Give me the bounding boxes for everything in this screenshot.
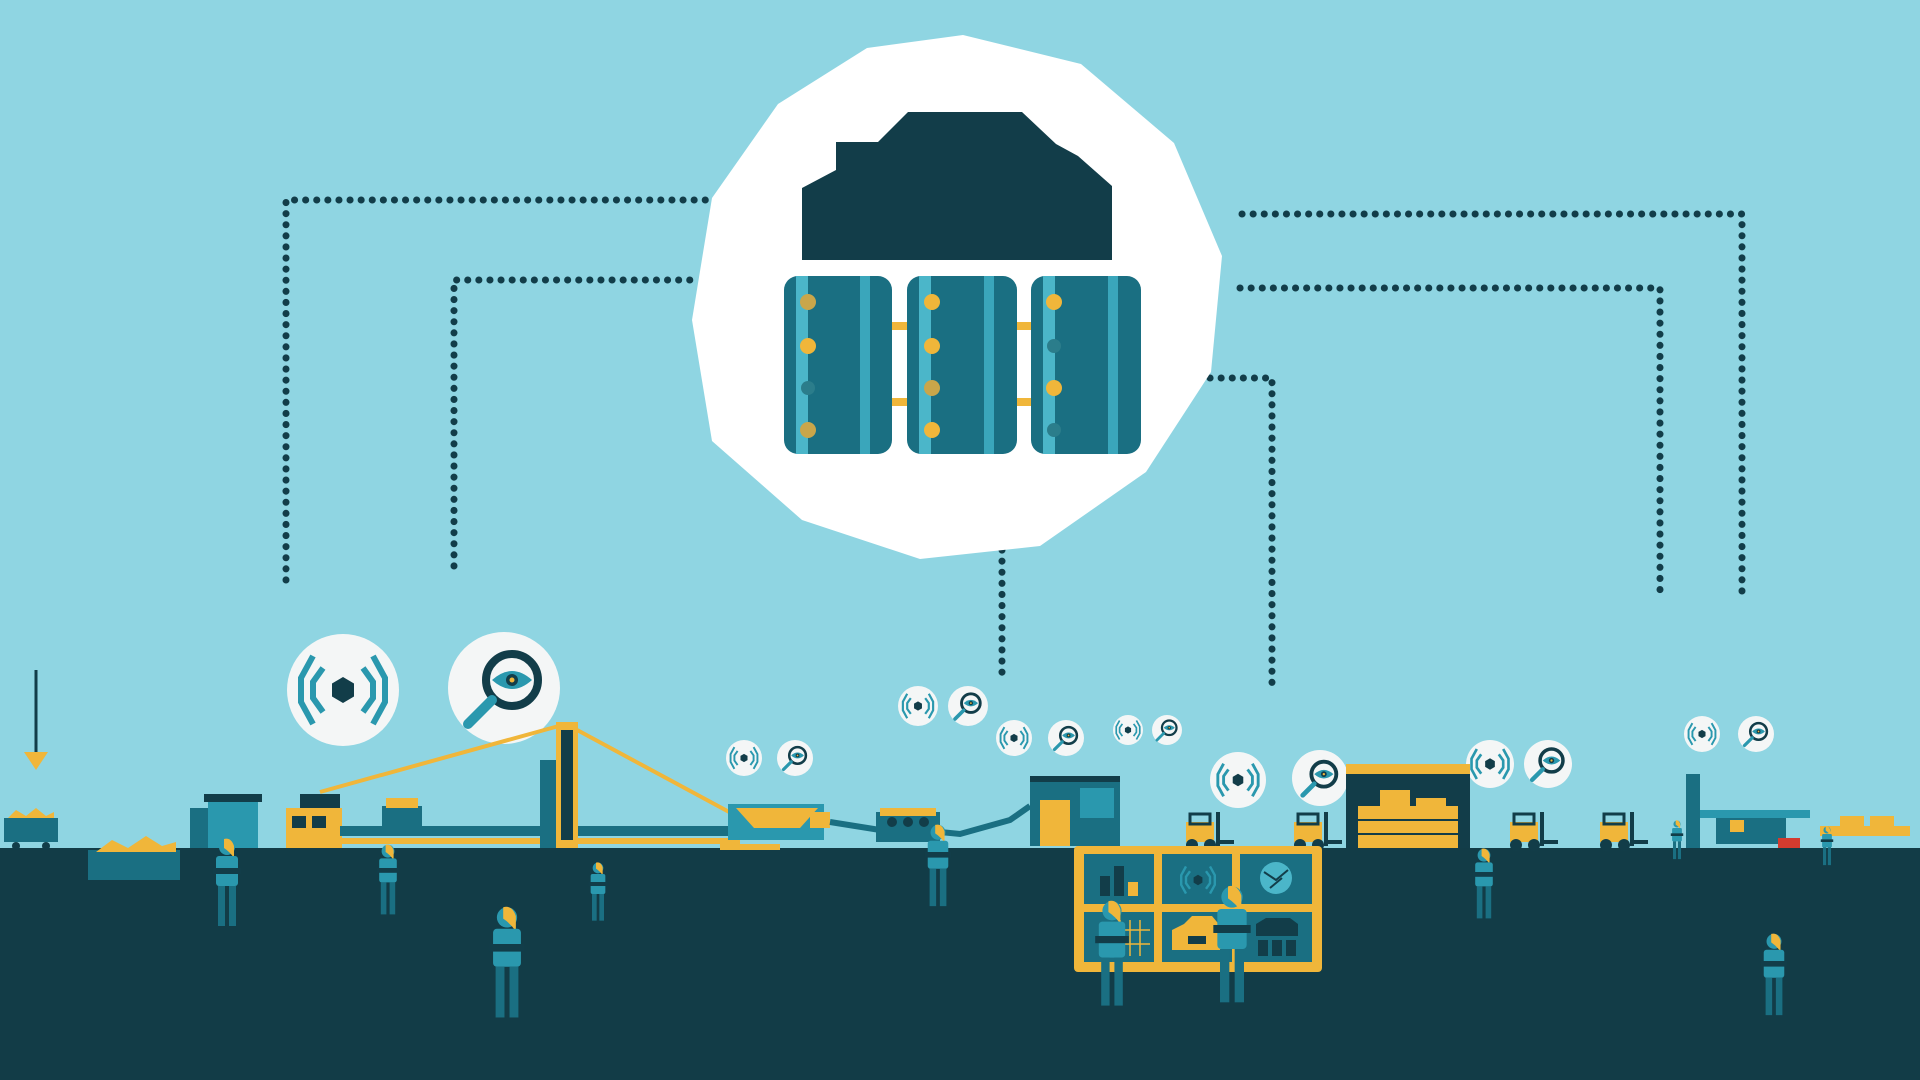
factory-floor: [0, 848, 1920, 1080]
brain-network-icon: [1260, 862, 1292, 894]
network-connections: [282, 196, 1746, 692]
production-line: [4, 670, 1910, 880]
small-badges: [726, 686, 1774, 808]
server-rack-icon: [784, 276, 1141, 454]
badge-inspect-large: [448, 632, 560, 744]
cloud-sync-icon: [1172, 916, 1222, 950]
cloud-icon: [802, 112, 1112, 260]
bar-chart-icon: [1100, 866, 1138, 896]
badge-sensor-large: [287, 634, 399, 746]
control-dashboard: [1074, 846, 1322, 972]
cloud-server-hub: [692, 35, 1222, 559]
cloud-server-icon: [1256, 918, 1298, 956]
